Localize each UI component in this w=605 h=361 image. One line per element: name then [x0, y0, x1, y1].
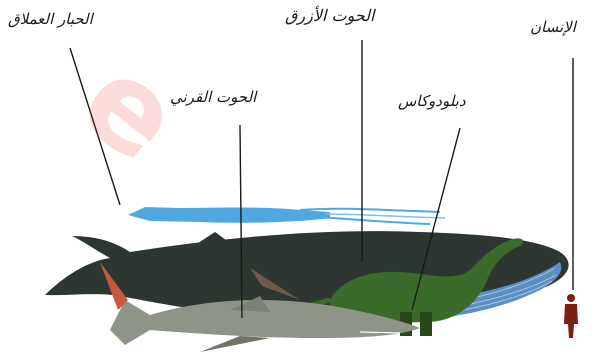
label-shark: الحوت القرني: [170, 88, 256, 106]
human-figure: [564, 294, 578, 338]
label-diplodocus: دبلودوكاس: [398, 92, 466, 110]
label-human: الإنسان: [530, 18, 576, 36]
blue-whale-dorsal-fin: [195, 232, 230, 245]
giant-squid: [128, 207, 445, 224]
label-blue-whale: الحوت الأزرق: [285, 6, 375, 25]
label-giant-squid: الحبار العملاق: [8, 10, 93, 28]
